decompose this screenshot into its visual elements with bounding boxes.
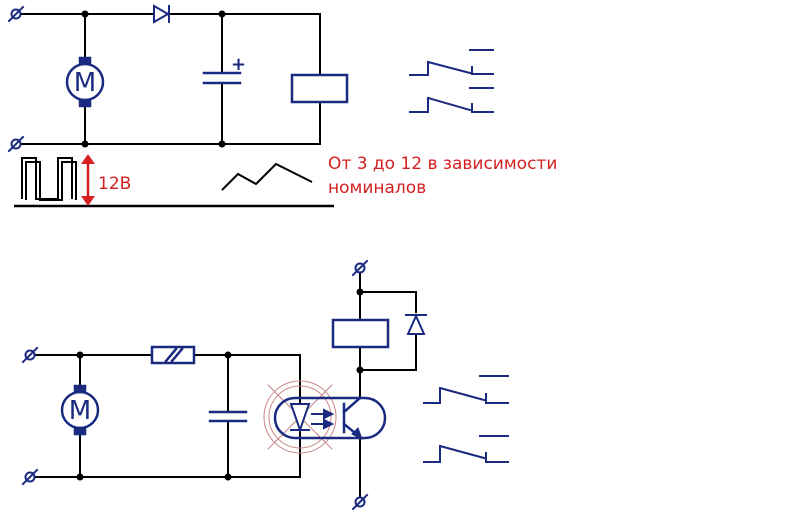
waveforms <box>14 154 334 208</box>
sawtooth-wave <box>221 162 313 191</box>
square-wave <box>21 157 73 200</box>
optocoupler-symbol <box>263 380 387 454</box>
diode-symbol <box>153 4 171 24</box>
bottom-junctions <box>76 288 364 481</box>
terminal-symbol <box>7 5 25 23</box>
square-wave-shadow <box>25 161 77 201</box>
bottom-circuit: M <box>21 259 509 511</box>
relay-coil-symbol <box>290 73 349 104</box>
relay-coil-symbol <box>331 318 390 349</box>
switch-contact-symbol <box>409 49 494 76</box>
top-circuit: M + <box>7 4 494 153</box>
voltage-label: 12В <box>98 174 131 194</box>
note-line-1: От 3 до 12 в зависимости <box>328 154 557 174</box>
terminal-symbol <box>351 493 369 511</box>
resistor-symbol <box>150 345 196 365</box>
top-junctions <box>81 10 226 148</box>
motor-label: M <box>69 396 91 426</box>
note-line-2: номиналов <box>328 178 426 198</box>
terminal-symbol <box>7 135 25 153</box>
led-symbol <box>289 403 335 434</box>
motor-symbol <box>65 56 105 108</box>
capacitor-symbol <box>202 71 242 85</box>
terminal-symbol <box>21 468 39 486</box>
phototransistor-symbol <box>342 396 363 441</box>
bottom-wires <box>29 267 417 501</box>
terminal-symbol <box>351 259 369 277</box>
terminal-symbol <box>21 346 39 364</box>
motor-label: M <box>74 68 96 98</box>
top-wires <box>15 13 321 145</box>
capacitor-polarity-label: + <box>231 54 246 75</box>
switch-contact-symbol <box>423 435 509 463</box>
capacitor-symbol <box>208 410 248 423</box>
switch-contact-symbol <box>409 87 494 113</box>
voltage-arrow <box>81 154 95 206</box>
diode-symbol <box>405 313 427 335</box>
motor-symbol <box>60 384 100 436</box>
switch-contact-symbol <box>423 375 509 404</box>
